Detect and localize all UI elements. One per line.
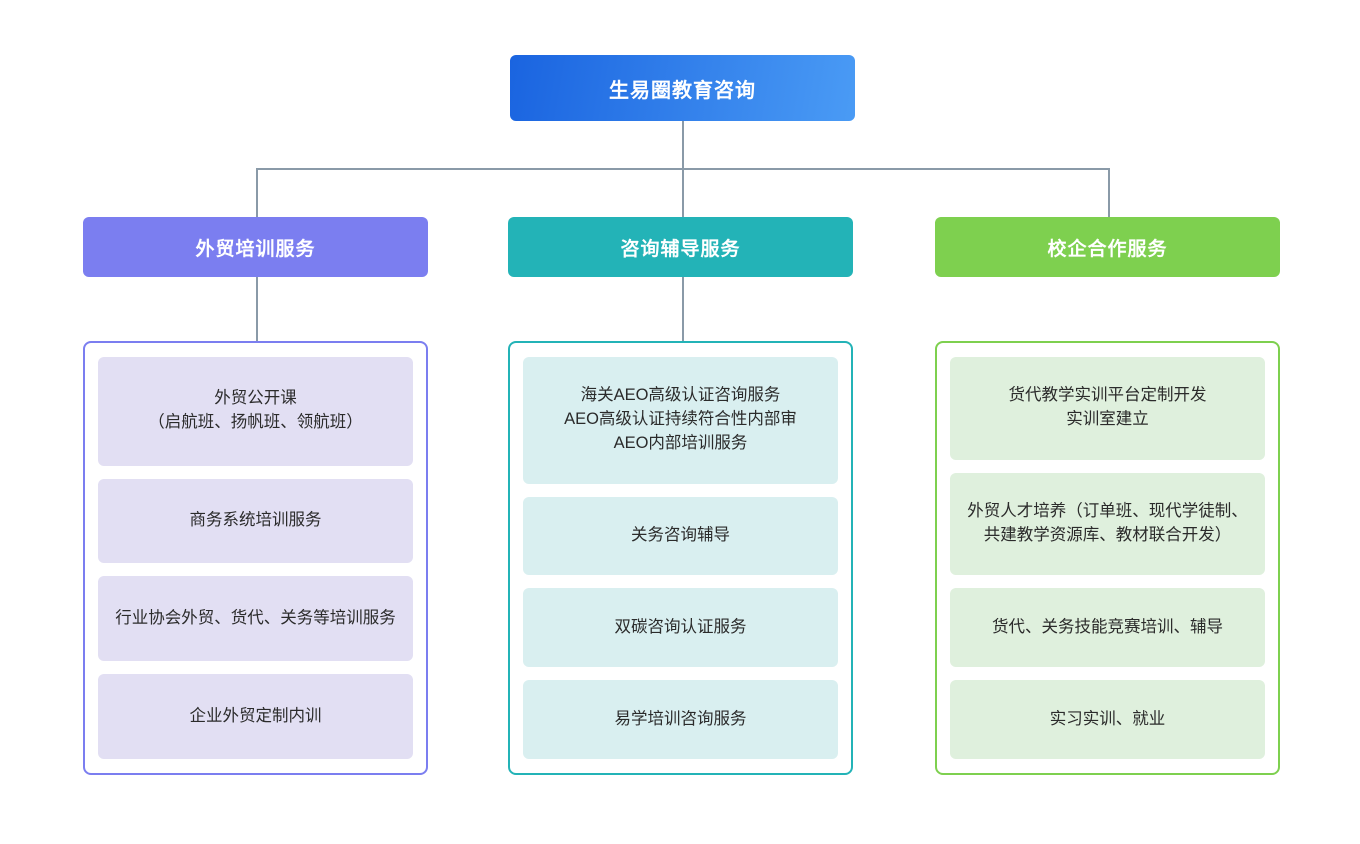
list-item[interactable]: 行业协会外贸、货代、关务等培训服务 <box>98 576 413 662</box>
category-header-label: 咨询辅导服务 <box>620 238 741 260</box>
list-item[interactable]: 实习实训、就业 <box>950 680 1265 760</box>
list-item-label: 货代、关务技能竞赛培训、辅导 <box>992 617 1223 636</box>
group-box-school-enterprise: 货代教学实训平台定制开发 实训室建立 外贸人才培养（订单班、现代学徒制、共建教学… <box>935 341 1280 775</box>
category-header-training[interactable]: 外贸培训服务 <box>83 217 428 277</box>
list-item-label: 行业协会外贸、货代、关务等培训服务 <box>115 608 396 627</box>
list-item[interactable]: 外贸人才培养（订单班、现代学徒制、共建教学资源库、教材联合开发） <box>950 472 1265 576</box>
list-item[interactable]: 双碳咨询认证服务 <box>523 588 838 668</box>
list-item[interactable]: 货代、关务技能竞赛培训、辅导 <box>950 588 1265 668</box>
group-box-training: 外贸公开课 （启航班、扬帆班、领航班） 商务系统培训服务 行业协会外贸、货代、关… <box>83 341 428 775</box>
list-item-label: 易学培训咨询服务 <box>614 709 747 728</box>
list-item[interactable]: 关务咨询辅导 <box>523 496 838 576</box>
root-node[interactable]: 生易圈教育咨询 <box>510 55 855 121</box>
connector-header-to-group-1 <box>256 277 258 341</box>
list-item-label: 实习实训、就业 <box>1049 709 1166 728</box>
list-item-label: 双碳咨询认证服务 <box>614 617 747 636</box>
connector-root-stem <box>682 121 684 168</box>
connector-drop-column-2 <box>682 168 684 217</box>
list-item-label: 关务咨询辅导 <box>631 526 730 545</box>
connector-drop-column-1 <box>256 168 258 217</box>
list-item-label: 海关AEO高级认证咨询服务 AEO高级认证持续符合性内部审 AEO内部培训服务 <box>564 386 797 453</box>
group-box-consulting: 海关AEO高级认证咨询服务 AEO高级认证持续符合性内部审 AEO内部培训服务 … <box>508 341 853 775</box>
list-item[interactable]: 商务系统培训服务 <box>98 478 413 564</box>
list-item-label: 企业外贸定制内训 <box>189 706 322 725</box>
list-item[interactable]: 外贸公开课 （启航班、扬帆班、领航班） <box>98 357 413 466</box>
list-item[interactable]: 海关AEO高级认证咨询服务 AEO高级认证持续符合性内部审 AEO内部培训服务 <box>523 357 838 484</box>
list-item-label: 外贸公开课 （启航班、扬帆班、领航班） <box>148 389 363 432</box>
root-node-label: 生易圈教育咨询 <box>609 79 756 102</box>
category-header-label: 外贸培训服务 <box>195 238 316 260</box>
category-header-label: 校企合作服务 <box>1047 238 1168 260</box>
list-item-label: 商务系统培训服务 <box>189 511 322 530</box>
list-item[interactable]: 企业外贸定制内训 <box>98 674 413 759</box>
connector-header-to-group-2 <box>682 277 684 341</box>
list-item[interactable]: 易学培训咨询服务 <box>523 680 838 760</box>
connector-drop-column-3 <box>1108 168 1110 217</box>
list-item-label: 外贸人才培养（订单班、现代学徒制、共建教学资源库、教材联合开发） <box>967 502 1248 545</box>
list-item[interactable]: 货代教学实训平台定制开发 实训室建立 <box>950 357 1265 460</box>
category-header-school-enterprise[interactable]: 校企合作服务 <box>935 217 1280 277</box>
list-item-label: 货代教学实训平台定制开发 实训室建立 <box>1008 386 1207 429</box>
category-header-consulting[interactable]: 咨询辅导服务 <box>508 217 853 277</box>
